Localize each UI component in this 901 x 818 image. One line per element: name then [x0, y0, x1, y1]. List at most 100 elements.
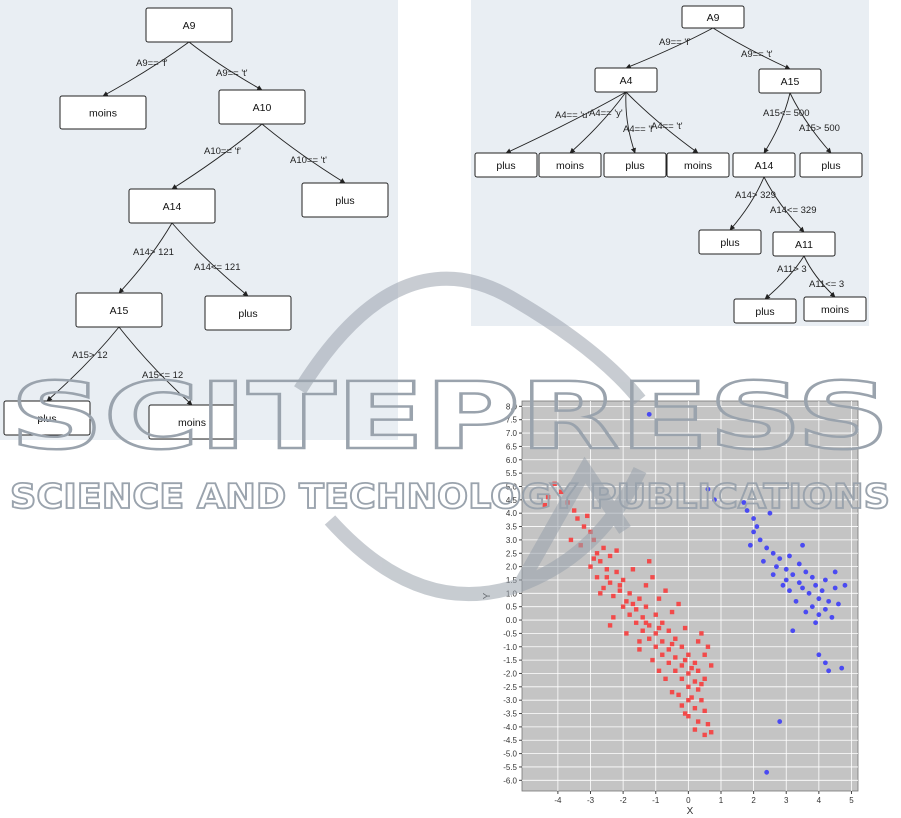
data-point-red [594, 575, 600, 580]
data-point-blue [751, 529, 757, 535]
data-point-red [647, 623, 652, 628]
data-point-red [699, 631, 704, 636]
y-tick-label: -4.0 [503, 723, 517, 732]
data-point-blue [705, 486, 711, 492]
data-point-red [699, 681, 704, 687]
data-point-red [686, 671, 691, 676]
data-point-red [705, 644, 711, 649]
data-point-red [611, 615, 616, 620]
data-point-blue [764, 769, 770, 775]
y-tick-label: 1.5 [506, 576, 518, 585]
data-point-red [637, 639, 642, 644]
data-point-red [601, 545, 606, 551]
data-point-red [591, 556, 596, 561]
tree-node: moins [59, 95, 147, 130]
node-label: plus [496, 160, 515, 172]
data-point-blue [783, 577, 789, 583]
edge-label: A4== 'l' [623, 124, 654, 135]
tree-edge [712, 27, 791, 70]
data-point-red [692, 660, 698, 665]
edge-label: A9== 't' [741, 49, 773, 60]
y-tick-label: 8.0 [506, 402, 518, 411]
node-label: moins [684, 160, 712, 172]
data-point-blue [783, 566, 789, 572]
data-point-red [673, 636, 678, 641]
data-point-blue [712, 497, 717, 503]
data-point-red [558, 489, 564, 495]
data-point-blue [777, 719, 783, 724]
tree-node: plus [301, 182, 389, 218]
data-point-red [709, 730, 714, 735]
data-point-red [604, 567, 610, 572]
node-label: moins [89, 107, 117, 119]
edge-label: A14> 329 [735, 190, 776, 201]
tree-edge [625, 27, 714, 69]
data-point-red [676, 692, 681, 698]
data-point-red [679, 703, 685, 708]
node-label: plus [238, 308, 257, 320]
data-point-red [663, 676, 668, 682]
tree-node: A14 [128, 188, 216, 224]
data-point-red [640, 628, 645, 633]
x-tick-label: -4 [554, 796, 562, 805]
edge-label: A11<= 3 [809, 279, 844, 290]
data-point-red [647, 636, 652, 641]
data-point-red [679, 663, 685, 668]
y-tick-label: 3.5 [506, 523, 518, 532]
edge-label: A4== 'y' [589, 108, 623, 119]
x-tick-label: 0 [686, 796, 691, 805]
data-point-blue [741, 500, 747, 505]
data-point-red [650, 575, 655, 580]
tree-node: plus [733, 298, 797, 324]
data-point-red [617, 583, 623, 588]
data-point-blue [793, 598, 799, 604]
edge-label: A15> 500 [799, 123, 840, 134]
tree-edge [102, 41, 190, 97]
data-point-blue [774, 564, 779, 570]
node-label: A15 [110, 305, 129, 317]
data-point-red [666, 647, 671, 652]
data-point-red [653, 644, 658, 649]
data-point-red [598, 559, 603, 564]
tree-edge [261, 123, 346, 184]
data-point-red [679, 644, 685, 649]
data-point-red [588, 564, 593, 569]
y-tick-label: 5.5 [506, 469, 518, 478]
tree-node: A9 [681, 5, 745, 29]
tree-edge [569, 91, 627, 154]
data-point-blue [764, 545, 770, 551]
y-tick-label: 4.0 [506, 509, 518, 518]
node-label: plus [720, 237, 739, 249]
edge-label: A9== 'f' [659, 37, 691, 48]
data-point-red [588, 529, 593, 535]
data-point-red [650, 657, 655, 663]
data-point-red [598, 591, 603, 596]
data-point-blue [767, 510, 773, 516]
data-point-red [695, 687, 701, 692]
tree-right-svg: A9== 'f'A9== 't'A4== 'u'A4== 'y'A4== 'l'… [474, 5, 867, 324]
edge-label: A14<= 121 [194, 262, 241, 273]
data-point-red [673, 655, 678, 660]
data-point-blue [822, 606, 828, 612]
data-point-red [653, 631, 658, 636]
node-label: A10 [253, 102, 272, 114]
tree-node: plus [204, 295, 292, 331]
data-point-red [695, 639, 701, 644]
data-point-red [617, 588, 623, 593]
data-point-red [686, 652, 691, 657]
data-point-red [614, 569, 619, 575]
data-point-blue [826, 668, 832, 674]
data-point-red [666, 628, 671, 633]
data-point-blue [816, 652, 822, 658]
data-point-red [620, 604, 626, 609]
edge-label: A14<= 329 [770, 205, 817, 216]
y-tick-label: -5.5 [503, 763, 517, 772]
y-tick-label: 5.0 [506, 482, 518, 491]
x-tick-label: -3 [587, 796, 595, 805]
y-tick-label: -0.5 [503, 629, 517, 638]
tree-node: plus [603, 152, 667, 178]
tree-node: moins [666, 152, 730, 178]
y-tick-label: 1.0 [506, 589, 518, 598]
x-tick-label: -2 [620, 796, 628, 805]
data-point-red [695, 668, 701, 673]
